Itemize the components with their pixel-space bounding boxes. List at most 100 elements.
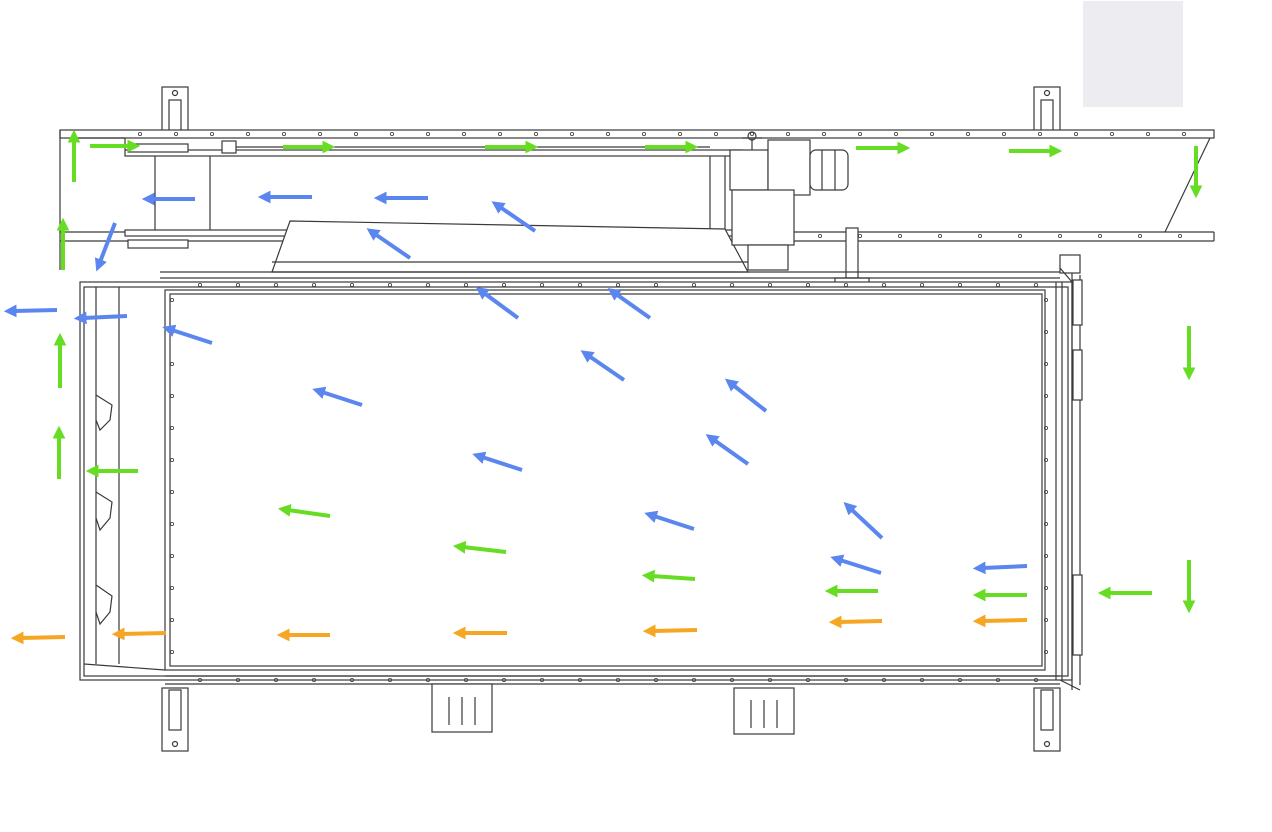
bolt-hole xyxy=(1044,586,1049,591)
orange-arrow-6 xyxy=(828,615,883,629)
blue-arrow-15 xyxy=(472,451,523,472)
bolt-hole xyxy=(996,282,1001,287)
bottom-foot-right xyxy=(733,687,795,735)
bolt-hole xyxy=(578,282,583,287)
mounting-bracket-bottom-right xyxy=(1033,687,1061,752)
bolt-hole xyxy=(497,131,502,136)
bolt-hole xyxy=(570,131,575,136)
blue-arrow-12 xyxy=(580,350,626,382)
bolt-hole xyxy=(1058,233,1063,238)
bolt-hole xyxy=(858,233,863,238)
green-arrow-14 xyxy=(277,504,331,518)
bolt-hole xyxy=(169,425,174,430)
bolt-hole xyxy=(317,131,322,136)
bolt-hole xyxy=(1044,393,1049,398)
blue-arrow-14 xyxy=(724,378,768,413)
bolt-hole xyxy=(197,282,202,287)
bolt-hole xyxy=(1044,425,1049,430)
bolt-hole xyxy=(654,282,659,287)
flow-arrows xyxy=(3,129,1203,645)
bolt-hole xyxy=(169,457,174,462)
bolt-hole xyxy=(1044,522,1049,527)
bolt-hole xyxy=(768,678,773,683)
bolt-hole xyxy=(1038,131,1043,136)
bolt-hole xyxy=(1034,282,1039,287)
orange-arrow-5 xyxy=(642,624,698,638)
bolt-hole xyxy=(1074,131,1079,136)
bolt-hole xyxy=(750,131,755,136)
bolt-hole xyxy=(273,282,278,287)
green-flow-arrows xyxy=(52,129,1203,614)
support-post xyxy=(834,227,870,285)
bolt-hole xyxy=(311,282,316,287)
bolt-hole xyxy=(606,131,611,136)
bolt-holes xyxy=(137,131,1187,683)
bolt-hole xyxy=(169,554,174,559)
bolt-hole xyxy=(1044,329,1049,334)
bolt-hole xyxy=(209,131,214,136)
blue-arrow-18 xyxy=(843,502,884,540)
mounting-bracket-top-left xyxy=(161,86,189,133)
blue-arrow-20 xyxy=(972,561,1028,575)
bolt-hole xyxy=(1034,678,1039,683)
bolt-hole xyxy=(578,678,583,683)
bolt-hole xyxy=(173,131,178,136)
bolt-hole xyxy=(768,282,773,287)
orange-arrow-7 xyxy=(972,614,1028,628)
bolt-hole xyxy=(1138,233,1143,238)
bolt-hole xyxy=(958,678,963,683)
bolt-hole xyxy=(958,282,963,287)
bolt-hole xyxy=(882,678,887,683)
bolt-hole xyxy=(920,678,925,683)
bolt-hole xyxy=(169,650,174,655)
bolt-hole xyxy=(540,282,545,287)
drive-motor xyxy=(729,131,849,271)
main-bin-frame xyxy=(79,254,1081,691)
bolt-hole xyxy=(425,282,430,287)
bolt-hole xyxy=(1044,554,1049,559)
bolt-hole xyxy=(714,131,719,136)
bolt-hole xyxy=(169,522,174,527)
bolt-hole xyxy=(920,282,925,287)
bolt-hole xyxy=(1110,131,1115,136)
bolt-hole xyxy=(1044,297,1049,302)
bolt-hole xyxy=(642,131,647,136)
bolt-hole xyxy=(349,678,354,683)
bolt-hole xyxy=(311,678,316,683)
bolt-hole xyxy=(1146,131,1151,136)
bolt-hole xyxy=(818,233,823,238)
bolt-hole xyxy=(806,678,811,683)
blue-arrow-10 xyxy=(475,286,520,320)
bolt-hole xyxy=(461,131,466,136)
bolt-hole xyxy=(169,361,174,366)
legend-swatch-box xyxy=(1083,1,1183,107)
bolt-hole xyxy=(387,282,392,287)
machine-outline xyxy=(59,86,1215,752)
bolt-hole xyxy=(938,233,943,238)
bolt-hole xyxy=(169,618,174,623)
bolt-hole xyxy=(169,586,174,591)
bolt-hole xyxy=(169,489,174,494)
bolt-hole xyxy=(898,233,903,238)
bolt-hole xyxy=(501,282,506,287)
orange-arrow-1 xyxy=(10,631,66,645)
mounting-bracket-top-right xyxy=(1033,86,1061,133)
bolt-hole xyxy=(844,678,849,683)
bolt-hole xyxy=(534,131,539,136)
bolt-hole xyxy=(786,131,791,136)
orange-flow-arrows xyxy=(10,614,1028,645)
blue-arrow-11 xyxy=(607,288,652,320)
hopper-cover xyxy=(271,220,750,273)
bolt-hole xyxy=(692,678,697,683)
bolt-hole xyxy=(501,678,506,683)
bolt-hole xyxy=(197,678,202,683)
bolt-hole xyxy=(353,131,358,136)
bolt-hole xyxy=(1018,233,1023,238)
bolt-hole xyxy=(930,131,935,136)
green-arrow-15 xyxy=(452,540,507,554)
bolt-hole xyxy=(1002,131,1007,136)
blue-arrow-5 xyxy=(366,228,412,260)
bolt-hole xyxy=(389,131,394,136)
green-arrow-16 xyxy=(641,569,696,583)
